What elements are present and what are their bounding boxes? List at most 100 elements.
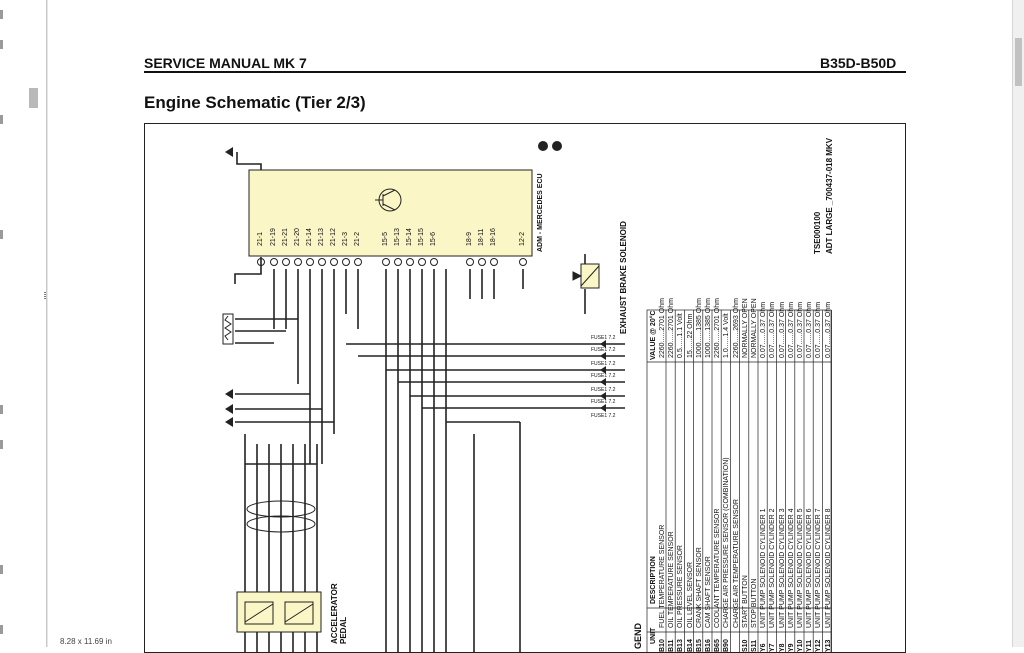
legend-unit: B90 xyxy=(723,639,731,652)
fuse-label: FUSE1 7.2 xyxy=(591,387,616,393)
ecu-pin-label: 21-14 xyxy=(306,228,313,246)
model-range: B35D-B50D xyxy=(820,55,897,71)
legend-unit: B65 xyxy=(714,639,722,652)
legend-value: NORMALLY OPEN xyxy=(751,298,758,358)
ecu-pin xyxy=(282,258,290,266)
legend-value: 2260......2693 Ohm xyxy=(732,298,740,358)
ecu-pin xyxy=(466,258,474,266)
ecu-pin-label: 21-1 xyxy=(257,231,264,246)
legend-value: 0.5......1.1 Volt xyxy=(677,313,685,358)
ecu-pin-label: 21-3 xyxy=(342,231,349,246)
legend-description: CHARGE AIR TEMPERATURE SENSOR xyxy=(732,499,740,628)
schematic-frame: ADM - MERCEDES ECU EXHAUST BRAKE SOLENOI… xyxy=(144,123,906,653)
legend-unit: Y7 xyxy=(769,643,777,652)
exhaust-brake-solenoid-icon xyxy=(572,263,600,289)
vertical-scrollbar[interactable] xyxy=(1012,0,1024,647)
legend-value: 0.07......0.37 Ohm xyxy=(769,301,777,358)
drawing-number: TSE000100 xyxy=(813,211,822,254)
legend-title: GEND xyxy=(633,622,643,649)
panel-resize-handle[interactable] xyxy=(44,292,46,300)
legend-value: 2260......2701 Ohm xyxy=(659,298,666,358)
terminal-icons xyxy=(600,340,606,412)
ecu-pin-label: 15-13 xyxy=(394,228,401,246)
panel-marker xyxy=(0,40,3,49)
panel-marker xyxy=(0,625,3,634)
ecu-pin xyxy=(490,258,498,266)
ecu-pin xyxy=(270,258,278,266)
legend-description: CAM SHAFT SENSOR xyxy=(705,556,712,628)
scroll-thumb[interactable] xyxy=(1015,38,1022,86)
legend-description: OIL TEMPERATURE SENSOR xyxy=(668,531,676,628)
ecu-pin xyxy=(430,258,438,266)
legend-value: 0.07......0.37 Ohm xyxy=(824,301,832,358)
ecu-pin-label: 21-20 xyxy=(294,228,301,246)
ecu-pin-label: 21-13 xyxy=(318,228,325,246)
document-page xyxy=(48,0,1012,647)
terminator-resistor-icon xyxy=(222,313,234,345)
schematic-drawing xyxy=(222,141,832,652)
ecu-pin xyxy=(318,258,326,266)
ecu-pin xyxy=(394,258,402,266)
fuse-label: FUSE1 7.2 xyxy=(591,399,616,405)
legend-unit: Y10 xyxy=(797,639,804,652)
legend-unit: S10 xyxy=(741,639,749,652)
fuse-label: FUSE1 7.2 xyxy=(591,361,616,367)
legend-unit: Y11 xyxy=(806,639,814,652)
ecu-pin xyxy=(294,258,302,266)
legend-col-unit: UNIT xyxy=(650,627,657,644)
legend-value: 15......22 Ohm xyxy=(686,313,694,358)
legend-unit: B11 xyxy=(668,639,676,652)
legend-unit: Y13 xyxy=(824,639,832,652)
ecu-pin-label: 21-21 xyxy=(282,228,289,246)
page-size-indicator: 8.28 x 11.69 in xyxy=(58,637,114,646)
legend-unit: Y9 xyxy=(787,643,795,652)
ecu-pin xyxy=(342,258,350,266)
legend-description: UNIT PUMP SOLENOID CYLINDER 2 xyxy=(769,508,777,628)
left-terminal-icons xyxy=(225,141,562,427)
legend-unit: Y12 xyxy=(815,639,823,652)
legend-value: 2260......2701 Ohm xyxy=(714,298,722,358)
fuse-label: FUSE1 7.2 xyxy=(591,413,616,419)
legend-unit: B16 xyxy=(705,639,712,652)
ecu-pin xyxy=(418,258,426,266)
ecu-pin xyxy=(382,258,390,266)
shield-loops xyxy=(246,500,316,533)
ecu-pin xyxy=(330,258,338,266)
legend-description: UNIT PUMP SOLENOID CYLINDER 8 xyxy=(824,508,832,628)
legend-unit: S11 xyxy=(751,639,758,652)
legend-description: CRANK SHAFT SENSOR xyxy=(695,547,703,628)
panel-scroll-thumb[interactable] xyxy=(29,88,38,108)
legend-description: UNIT PUMP SOLENOID CYLINDER 5 xyxy=(797,508,804,628)
legend-value: 0.07......0.37 Ohm xyxy=(787,301,795,358)
legend-description: UNIT PUMP SOLENOID CYLINDER 6 xyxy=(806,508,814,628)
legend-value: 0.07......0.37 Ohm xyxy=(815,301,823,358)
panel-marker xyxy=(0,230,3,239)
ecu-pin-label: 15-5 xyxy=(382,231,389,246)
ecu-pin-label: 21-2 xyxy=(354,231,361,246)
legend-value: 2260......2701 Ohm xyxy=(668,298,676,358)
ecu-pin-label: 18-16 xyxy=(490,228,497,246)
panel-marker xyxy=(0,115,3,124)
header-rule xyxy=(144,71,906,73)
panel-marker xyxy=(0,10,3,19)
legend-description: FUEL TEMPERATURE SENSOR xyxy=(659,524,666,628)
ecu-pin xyxy=(478,258,486,266)
legend-value: 1.0......1.4 Volt xyxy=(723,313,731,358)
ecu-pin-label: 12-2 xyxy=(519,231,526,246)
legend-value: 1000......1385 Ohm xyxy=(705,298,712,358)
drawing-name: ADT LARGE _700437-018 MKV xyxy=(825,137,834,254)
legend-col-value: VALUE @ 20°C xyxy=(650,310,657,360)
ecu-pin-label: 18-9 xyxy=(466,231,473,246)
legend-value: 0.07......0.37 Ohm xyxy=(806,301,814,358)
panel-marker xyxy=(0,565,3,574)
panel-marker xyxy=(0,405,3,414)
exhaust-brake-label: EXHAUST BRAKE SOLENOID xyxy=(619,221,628,334)
fuse-label: FUSE1 7.2 xyxy=(591,347,616,353)
legend-value: 0.07......0.37 Ohm xyxy=(778,301,786,358)
ecu-pin xyxy=(519,258,527,266)
ecu-pin-label: 18-11 xyxy=(478,228,485,246)
legend-unit: Y6 xyxy=(760,643,768,652)
thumbnail-panel[interactable] xyxy=(0,0,47,647)
ecu-pin xyxy=(354,258,362,266)
legend-description: OIL PRESSURE SENSOR xyxy=(677,545,685,628)
